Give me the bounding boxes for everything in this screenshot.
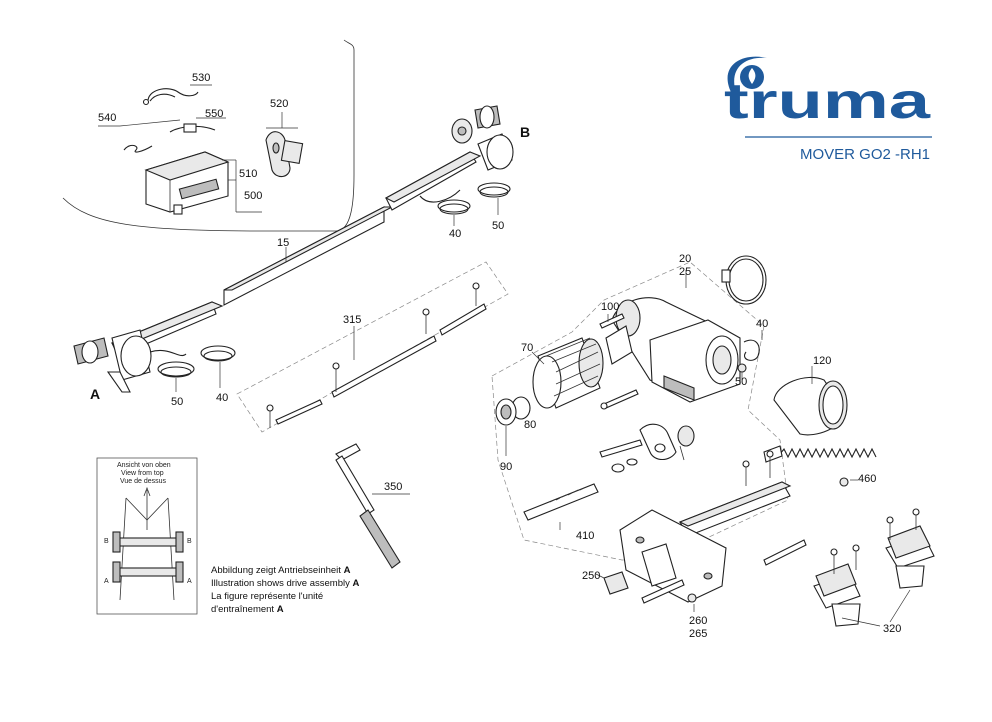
inset-drive-a-left <box>112 561 121 583</box>
mounting-bracket <box>619 450 792 603</box>
cable-coil-40-top <box>437 199 471 226</box>
callout-15: 15 <box>277 237 289 249</box>
caption-line-2: Illustration shows drive assembly A <box>211 578 360 589</box>
inset-drive-b-left <box>112 531 121 553</box>
callout-260: 260 <box>689 615 707 627</box>
callout-320: 320 <box>883 623 901 635</box>
lever-arm <box>599 423 695 473</box>
inset-title-de: Ansicht von oben <box>117 462 171 469</box>
remote-control-520 <box>265 112 304 178</box>
caption-line-4: d'entraînement A <box>211 604 284 615</box>
tie-rod-set-315 <box>266 282 487 428</box>
inset-drive-b-right <box>175 531 184 553</box>
cross-tube-15 <box>223 206 393 306</box>
callout-40-right: 40 <box>756 318 768 330</box>
drive-assembly-a <box>73 301 224 393</box>
cable-coil-40-left <box>200 345 236 388</box>
callout-50-top: 50 <box>492 220 504 232</box>
callout-40-top: 40 <box>449 228 461 240</box>
control-unit-510 <box>144 151 262 215</box>
motor-housing-20 <box>605 270 741 403</box>
logo-swoosh <box>727 56 767 96</box>
hose-clamp <box>721 255 767 305</box>
caption-line-3: La figure représente l'unité <box>211 591 323 602</box>
callout-50-left: 50 <box>171 396 183 408</box>
drive-roller-70 <box>531 337 604 409</box>
callout-530: 530 <box>192 72 210 84</box>
clamp-bracket-set-320 <box>813 508 935 627</box>
callout-120: 120 <box>813 355 831 367</box>
callout-250: 250 <box>582 570 600 582</box>
inset-crossbar-a <box>117 567 179 577</box>
assembly-label-a: A <box>90 386 100 402</box>
callout-90: 90 <box>500 461 512 473</box>
callout-510: 510 <box>239 168 257 180</box>
callout-20: 20 <box>679 253 691 265</box>
cable-540 <box>98 119 181 153</box>
top-view-inset: Ansicht von oben View from top Vue de de… <box>96 457 198 615</box>
model-title: MOVER GO2 -RH1 <box>800 146 930 163</box>
cable-530 <box>142 84 212 106</box>
inset-label-b-right: B <box>187 538 192 545</box>
caption-line-2-mark: A <box>353 578 360 589</box>
cable-50-right <box>737 363 747 380</box>
inset-label-a-left: A <box>104 578 109 585</box>
callout-80: 80 <box>524 419 536 431</box>
pin-100 <box>599 313 625 329</box>
inset-drive-a-right <box>175 561 184 583</box>
inset-crossbar-b <box>117 537 179 547</box>
callout-100: 100 <box>601 301 619 313</box>
hub-cap-90 <box>495 398 517 456</box>
inset-title-en: View from top <box>121 470 164 477</box>
logo-flame-icon <box>748 68 756 84</box>
callout-540: 540 <box>98 112 116 124</box>
callout-70: 70 <box>521 342 533 354</box>
callout-50-right: 50 <box>735 376 747 388</box>
crank-handle-350 <box>335 443 410 569</box>
cable-coil-50-top <box>477 182 511 215</box>
caption-block: Abbildung zeigt Antriebseinheit A Illust… <box>211 565 360 615</box>
callout-520: 520 <box>270 98 288 110</box>
inset-label-b-left: B <box>104 538 109 545</box>
assembly-label-b: B <box>520 124 530 140</box>
caption-line-1: Abbildung zeigt Antriebseinheit A <box>211 565 351 576</box>
truma-logo: truma MOVER GO2 -RH1 <box>724 56 932 163</box>
callout-550: 550 <box>205 108 223 120</box>
caption-line-4-mark: A <box>277 604 284 615</box>
brand-name: truma <box>724 73 932 129</box>
caption-line-4-text: d'entraînement <box>211 604 277 615</box>
cable-40-right <box>743 330 763 361</box>
caption-line-2-text: Illustration shows drive assembly <box>211 578 353 589</box>
bolt-long <box>600 389 639 410</box>
callout-25: 25 <box>679 266 691 278</box>
rubber-pad-250 <box>595 571 629 595</box>
callout-460: 460 <box>858 473 876 485</box>
callout-315: 315 <box>343 314 361 326</box>
accessory-panel-border <box>62 39 355 232</box>
connector-550 <box>169 117 226 133</box>
callout-410: 410 <box>576 530 594 542</box>
caption-line-1-mark: A <box>344 565 351 576</box>
callout-40-left: 40 <box>216 392 228 404</box>
inset-drawbar-arrow <box>143 486 151 530</box>
tie-rod-group-border <box>236 261 509 433</box>
caption-line-1-text: Abbildung zeigt Antriebseinheit <box>211 565 344 576</box>
pin-rod <box>763 539 807 566</box>
inset-title-fr: Vue de dessus <box>120 478 167 485</box>
callout-350: 350 <box>384 481 402 493</box>
drive-assembly-b <box>384 105 514 211</box>
spindle-410 <box>523 483 599 530</box>
callout-265: 265 <box>689 628 707 640</box>
inset-trailer-frame <box>119 497 175 601</box>
inset-label-a-right: A <box>187 578 192 585</box>
drive-group-border <box>491 261 789 561</box>
bolt-260 <box>641 579 697 612</box>
protection-cap-120 <box>773 366 848 436</box>
callout-500: 500 <box>244 190 262 202</box>
cable-coil-50-left <box>157 361 195 392</box>
